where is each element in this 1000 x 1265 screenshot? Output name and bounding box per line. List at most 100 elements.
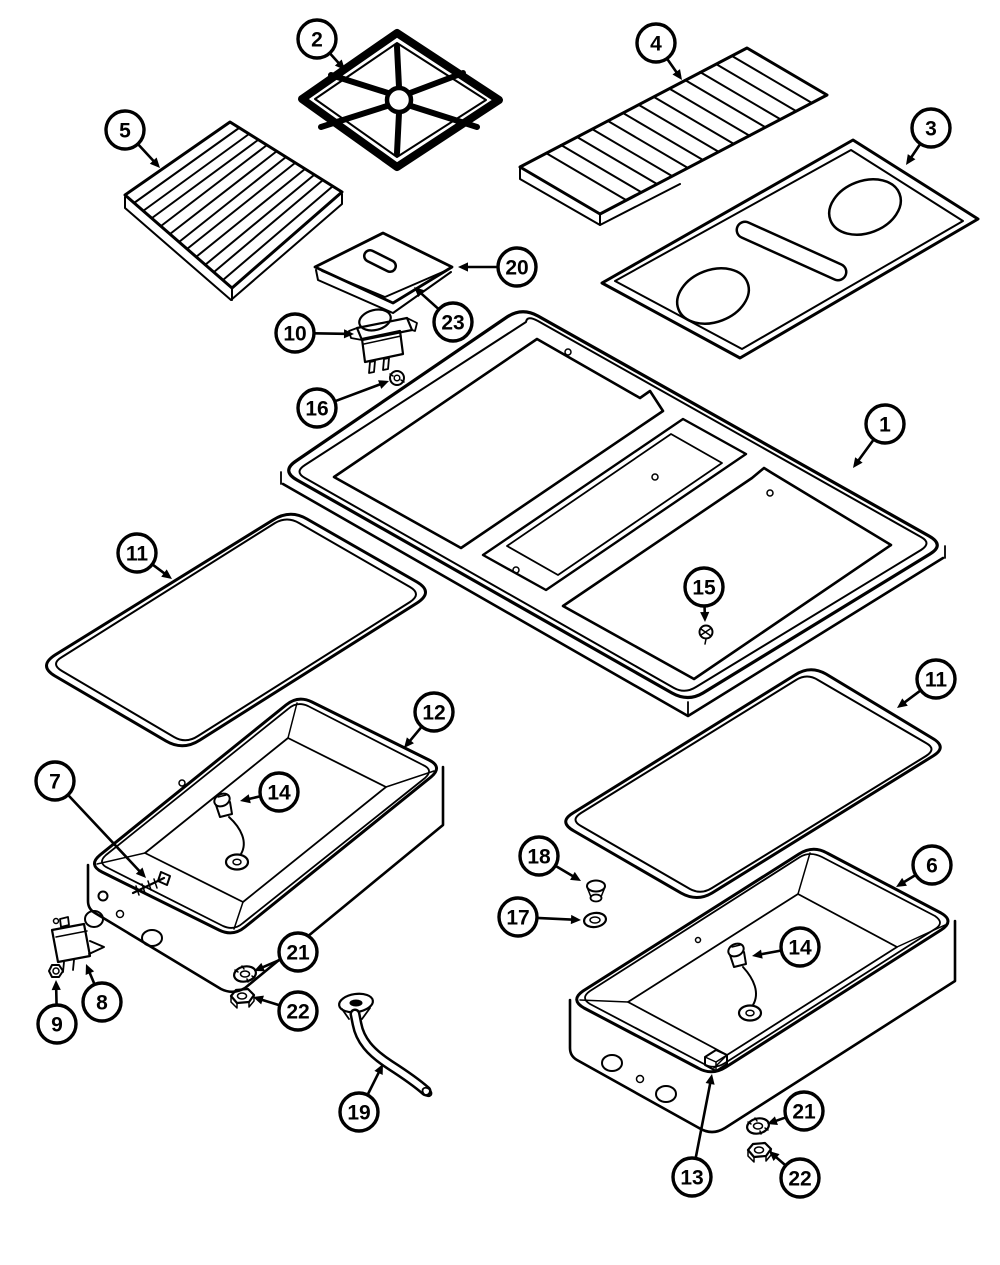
bolt-14-right [727,942,747,968]
callout-number: 8 [96,992,108,1015]
callout-leader-line [910,142,922,159]
callout-number: 7 [49,771,61,794]
drip-pan-left [84,697,445,994]
callout-arrowhead [752,949,763,959]
callout-arrowhead [414,287,425,298]
callout-arrowhead [700,611,710,622]
ring-17 [582,911,608,929]
callout-arrowhead [570,914,581,925]
lock-washer-21-left [233,965,257,983]
callout-arrowhead [240,794,251,804]
callout-18: 18 [518,835,581,881]
callout-2: 2 [296,18,345,70]
callout-circle [277,990,319,1032]
callout-circle [432,301,474,343]
callout-number: 17 [506,907,529,930]
main-top-frame [280,310,946,718]
callout-11: 11 [116,532,172,579]
callout-leader-line [409,725,424,742]
callout-number: 5 [119,120,131,143]
callout-number: 22 [286,1001,309,1024]
callout-number: 13 [680,1167,703,1190]
callout-arrowhead [51,980,61,991]
callout-10: 10 [274,312,354,354]
callout-number: 1 [879,414,891,437]
callout-circle [34,760,76,802]
hex-nut-22-left [229,987,256,1009]
callout-leader-line [535,916,573,921]
callout-leader-line [775,1115,788,1122]
callout-leader-line [903,873,918,884]
callout-number: 2 [311,29,323,52]
callout-circle [910,107,952,149]
callout-leader-line [261,998,282,1007]
callout-arrowhead [334,59,345,70]
lock-washer-21-right [746,1117,770,1135]
callout-circle [296,18,338,60]
callout-circle [296,387,338,429]
callout-circle [779,926,821,968]
callout-arrowhead [254,962,266,972]
callout-number: 3 [925,118,937,141]
glass-panel-left [45,512,427,748]
callout-9: 9 [36,980,78,1045]
callout-number: 23 [441,312,464,335]
callout-number: 14 [788,937,812,960]
callout-leader-line [665,57,678,74]
callout-arrowhead [458,262,468,272]
glass-panel-right [564,668,942,899]
callout-arrowhead [161,569,172,579]
callout-17: 17 [497,896,581,938]
callout-leader-line [333,383,381,403]
callout-leader-line [694,1082,712,1160]
callout-21: 21 [254,931,319,973]
spark-switch [348,308,418,374]
callout-arrowhead [896,877,907,887]
push-nut-16 [389,370,405,386]
callout-arrowhead [853,457,863,468]
callout-arrowhead [135,867,146,878]
callout-number: 20 [505,257,528,280]
callout-number: 11 [925,669,948,692]
callout-circle [497,896,539,938]
callout-circle [81,981,123,1023]
callout-20: 20 [458,246,538,288]
callout-leader-line [760,949,783,956]
callout-3: 3 [906,107,952,165]
callout-arrowhead [767,1116,778,1126]
grill-grate-long [518,46,829,226]
limit-switch-8 [50,916,105,973]
callout-circle [258,771,300,813]
cooktop-panel [600,138,980,360]
callout-leader-line [66,793,141,873]
callout-arrowhead [769,1151,780,1162]
callout-number: 22 [788,1168,811,1191]
callout-circle [338,1091,380,1133]
callout-arrowhead [378,380,389,389]
hex-nut-22-right [746,1141,773,1163]
callout-number: 4 [650,33,662,56]
callout-leader-line [261,958,282,969]
callout-15: 15 [683,566,725,622]
callout-5: 5 [104,109,160,168]
callout-circle [671,1156,713,1198]
callout-circle [915,658,957,700]
callout-6: 6 [896,844,953,887]
callout-circle [116,532,158,574]
bolt-14-left [213,792,233,818]
callout-leader-line [420,292,441,311]
callout-arrowhead [897,698,908,708]
callout-number: 15 [692,577,716,600]
callout-leader-line [150,563,166,575]
burner-box-cover [313,231,454,314]
callout-21: 21 [767,1090,825,1132]
callout-circle [274,312,316,354]
callout-circle [413,691,455,733]
callout-circle [518,835,560,877]
callout-number: 10 [283,323,306,346]
grommet-18 [586,879,606,903]
callout-number: 18 [527,846,551,869]
callout-number: 16 [305,398,328,421]
